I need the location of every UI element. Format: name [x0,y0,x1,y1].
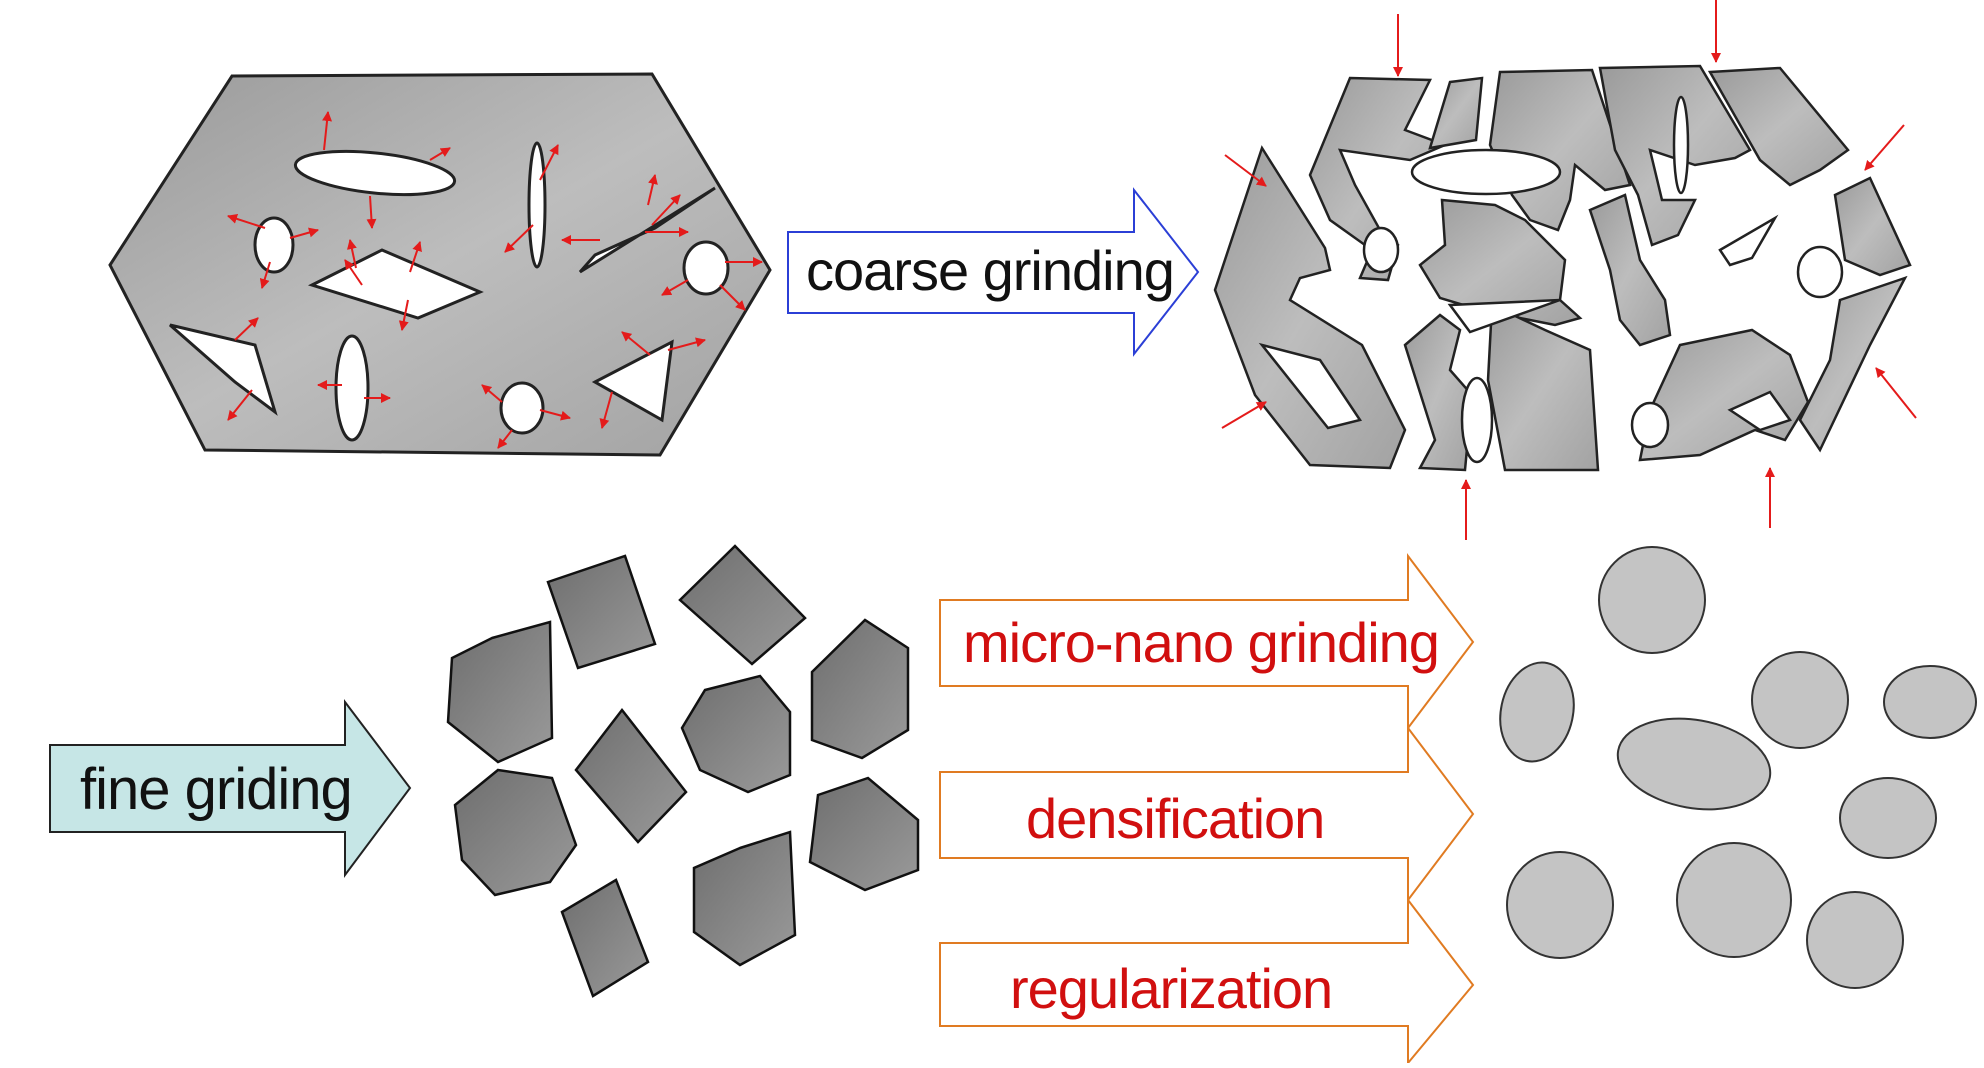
angular-particle [546,554,657,670]
rounded-particle [1499,661,1575,763]
rounded-particle [1598,546,1706,654]
micro-nano-grinding-label: micro-nano grinding [963,611,1440,674]
regularization-label: regularization [1010,957,1333,1020]
micro-nano-grinding-arrow [939,553,1475,731]
rounded-particle [1616,717,1772,811]
rounded-particle [1806,891,1904,989]
coarse-grinding-arrow [787,187,1200,357]
fine-grinding-arrow [49,699,412,879]
densification-label: densification [1026,787,1325,850]
angular-particle [560,878,650,998]
fractured-particle [1213,0,1917,540]
coarse-grinding-label: coarse grinding [806,239,1175,302]
original-particle [108,72,772,457]
angular-particle [810,618,910,760]
angular-particle [692,830,797,967]
angular-particle [678,544,807,666]
densification-arrow [939,725,1475,903]
angular-particles [446,544,920,998]
angular-particle [808,776,920,892]
angular-particle [453,768,578,897]
rounded-particle [1883,665,1977,739]
rounded-particle [1839,777,1937,859]
rounded-particle [1506,851,1614,959]
rounded-particles [1499,546,1977,989]
rounded-particle [1676,842,1792,958]
angular-particle [446,620,554,764]
angular-particle [680,674,792,794]
angular-particle [574,707,688,844]
rounded-particle [1751,651,1849,749]
regularization-arrow [939,897,1475,1066]
fine-grinding-label: fine griding [80,757,353,822]
